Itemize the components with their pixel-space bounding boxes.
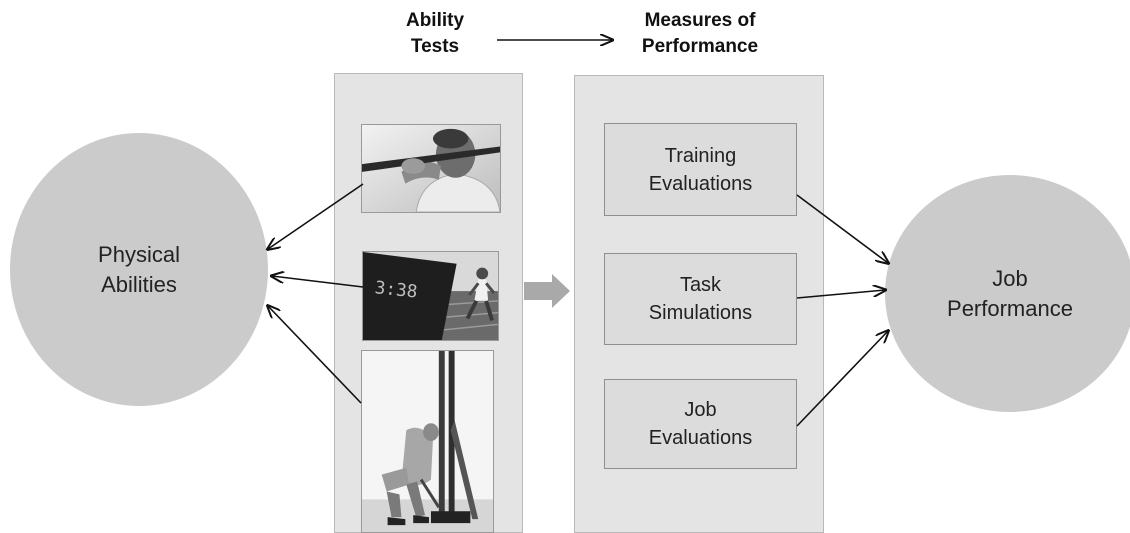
header-measures-line2: Performance [641, 36, 759, 57]
measure-label-line1: Job [684, 399, 717, 421]
header-ability-tests: Ability Tests [380, 8, 490, 60]
arrow-jobeval-to-job [796, 331, 888, 427]
lift-test-photo [361, 350, 494, 533]
measure-job-evaluations: Job Evaluations [604, 379, 797, 469]
arrow-task-to-job [796, 290, 885, 299]
arrow-lift-to-physical [268, 306, 362, 404]
physical-abilities-node: Physical Abilities [10, 133, 268, 406]
running-timer-photo-art: 3:38 [363, 252, 498, 340]
job-performance-node: Job Performance [885, 175, 1130, 412]
measure-label-line2: Simulations [648, 302, 753, 324]
job-performance-line2: Performance [947, 295, 1073, 321]
header-ability-tests-line2: Tests [410, 36, 460, 57]
measure-label-line2: Evaluations [648, 427, 753, 449]
physical-abilities-line1: Physical [98, 241, 180, 267]
measure-label-line2: Evaluations [648, 172, 753, 195]
lift-test-photo-art [362, 351, 493, 532]
measure-task-simulations: Task Simulations [604, 253, 797, 345]
pull-up-photo-art [362, 125, 500, 212]
measure-training-evaluations: Training Evaluations [604, 123, 797, 216]
physical-abilities-line2: Abilities [101, 271, 177, 297]
arrow-pullup-to-physical [268, 183, 364, 249]
header-measures-line1: Measures of [644, 10, 756, 31]
measure-label-line1: Training [664, 144, 737, 167]
job-performance-line1: Job [992, 265, 1028, 291]
timer-readout: 3:38 [374, 278, 419, 302]
arrow-running-to-physical [272, 276, 364, 288]
header-measures-of-performance: Measures of Performance [605, 8, 795, 60]
header-ability-tests-line1: Ability [405, 10, 465, 31]
block-arrow-tests-to-measures [524, 274, 570, 308]
arrow-training-to-job [796, 194, 888, 263]
measure-label-line1: Task [679, 274, 722, 296]
pull-up-photo [361, 124, 501, 213]
running-timer-photo: 3:38 [362, 251, 499, 341]
